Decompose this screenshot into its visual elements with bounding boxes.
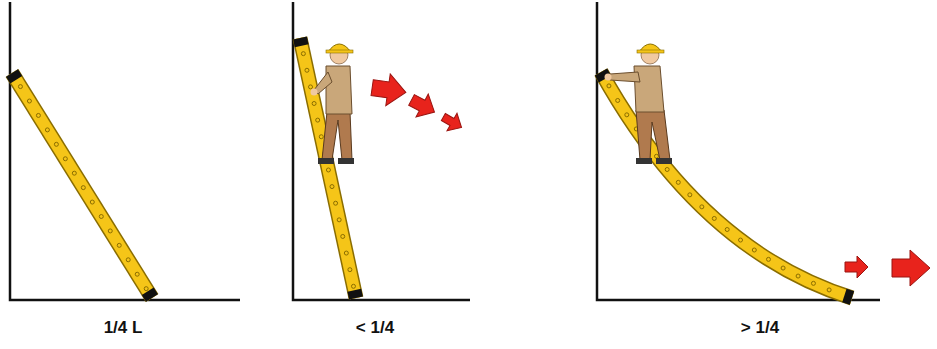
ladder-hole [36,113,40,117]
ladder-hole [796,274,800,278]
ladder-hole [811,281,815,285]
ladder-hole [752,248,756,252]
ladder-cap [12,73,16,80]
ladder-edge [300,38,356,298]
ladder-hole [301,52,305,56]
ladder-hole [725,228,729,232]
worker-standing [311,44,355,164]
ladder-hole [334,201,338,205]
angle-label: < 1/4 [356,318,394,338]
ladder-hole [117,243,121,247]
ladder-hole [827,288,831,292]
ladder-hole [739,238,743,242]
ladder-hole [688,193,692,197]
ladder-hole [316,118,320,122]
ladder-cap [300,38,302,46]
angle-label: 1/4 L [104,318,143,338]
angle-label: > 1/4 [741,318,779,338]
ladder-hole [81,186,85,190]
ladder-hole [676,180,680,184]
ladder-hole [312,101,316,105]
ladder-hole [654,154,658,158]
ladder-hole [344,251,348,255]
ladder-hole [665,167,669,171]
ladder [300,38,356,298]
ladder-hole [319,135,323,139]
worker-leaning [605,44,673,164]
walls-and-floors [10,2,880,300]
ladder-hole [45,128,49,132]
ladder-hole [309,85,313,89]
ladder-hole [18,85,22,89]
ladders [12,38,852,298]
ladder-cap [354,290,356,298]
ladder-hole [712,216,716,220]
ladder-hole [72,171,76,175]
ladder [12,73,152,298]
ladder-hole [337,218,341,222]
ladder-hole [330,185,334,189]
ladder-edge [12,73,152,298]
ladder-hole [63,157,67,161]
ladder-hole [700,205,704,209]
ladder-cap [601,72,605,79]
ladder-hole [108,229,112,233]
ladder-hole [616,98,620,102]
fall-arrows [370,72,930,286]
ladder-hole [99,214,103,218]
ladder-hole [326,168,330,172]
ladder-hole [766,257,770,261]
ladder-hole [126,258,130,262]
ladder-hole [144,287,148,291]
ladder-hole [607,84,611,88]
ladder-cap [148,291,152,298]
ladder-cap [844,296,852,298]
ladder-hole [348,268,352,272]
ladder-hole [341,234,345,238]
ladder-hole [135,272,139,276]
ladder-hole [90,200,94,204]
ladder-hole [54,142,58,146]
ladder-hole [27,99,31,103]
ladder-hole [305,68,309,72]
ladder-hole [781,266,785,270]
ladder-hole [351,284,355,288]
ladder-hole [625,113,629,117]
